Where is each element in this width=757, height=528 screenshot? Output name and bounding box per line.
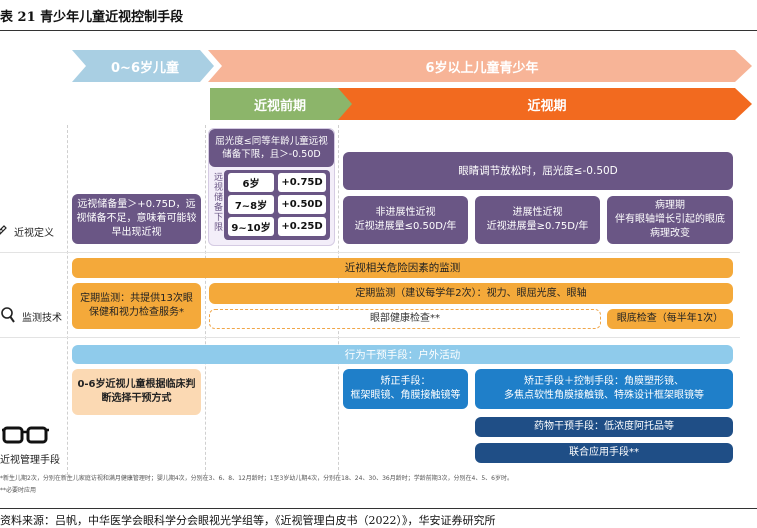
- myopia-definition: 眼睛调节放松时，屈光度≤-0.50D: [343, 152, 733, 190]
- column-separator: [67, 125, 68, 480]
- correction-control-measures: 矫正手段＋控制手段：角膜塑形镜、 多焦点软性角膜接触镜、特殊设计框架眼镜等: [475, 369, 733, 409]
- row-label-definition-text: 近视定义: [14, 228, 54, 239]
- top-rule: [0, 30, 757, 31]
- row-separator: [0, 337, 740, 338]
- row-separator: [0, 252, 740, 253]
- eye-health-check: 眼部健康检查**: [209, 309, 601, 329]
- child-eye-exams: 定期监测：共提供13次眼保健和视力检查服务*: [72, 283, 201, 329]
- pathological-myopia: 病理期 伴有眼轴增长引起的眼底病理改变: [607, 196, 733, 244]
- risk-factor-monitoring: 近视相关危险因素的监测: [72, 258, 733, 278]
- reserve-value-cell: +0.75D: [278, 173, 326, 192]
- row-label-intervention: 近视管理手段: [0, 455, 60, 466]
- stage-label-myopia: 近视期: [527, 98, 567, 114]
- reserve-definition-box: 远视储备量＞+0.75D，远视储备不足，意味着可能较早出现近视: [72, 194, 201, 244]
- reserve-age-cell: 9~10岁: [228, 217, 274, 236]
- footnote: **必要时应用: [0, 487, 37, 494]
- figure-caption: 表 21 青少年儿童近视控制手段: [0, 10, 184, 25]
- glasses-icon: [2, 424, 50, 450]
- reserve-value-cell: +0.25D: [278, 217, 326, 236]
- child-intervention: 0-6岁近视儿童根据临床判断选择干预方式: [72, 369, 201, 415]
- non-progressive-myopia: 非进展性近视 近视进展量≤0.50D/年: [343, 196, 468, 244]
- progressive-myopia: 进展性近视 近视进展量≥0.75D/年: [475, 196, 600, 244]
- reserve-age-cell: 6岁: [228, 173, 274, 192]
- reserve-value-cell: +0.50D: [278, 195, 326, 214]
- pre-myopia-definition: 屈光度≤同等年龄儿童远视储备下限，且＞-0.50D: [209, 129, 334, 167]
- reserve-age-cell: 7~8岁: [228, 195, 274, 214]
- drug-intervention: 药物干预手段：低浓度阿托品等: [475, 417, 733, 437]
- arrow-myopia: [338, 88, 752, 120]
- magnifier-icon: [0, 306, 16, 327]
- periodic-monitoring: 定期监测（建议每学年2次）：视力、眼屈光度、眼轴: [209, 283, 733, 304]
- arrow-above-6: [208, 50, 752, 82]
- source-note: 资料来源：吕帆，中华医学会眼科学分会眼视光学组等，《近视管理白皮书（2022）》…: [0, 514, 496, 527]
- stage-label-pre-myopia: 近视前期: [253, 98, 306, 114]
- column-separator: [205, 125, 206, 480]
- correction-measures: 矫正手段： 框架眼镜、角膜接触镜等: [343, 369, 468, 409]
- footnote: *新生儿期2次，分别在新生儿家庭访视和满月健康管理时；婴儿期4次，分别在3、6、…: [0, 475, 513, 482]
- stage-label-above-6: 6岁以上儿童青少年: [425, 60, 539, 76]
- reserve-table-label: 远视储备下限: [212, 172, 222, 232]
- row-label-definition: 近视定义: [0, 224, 54, 239]
- arrow-pre-myopia: [210, 88, 358, 120]
- ruler-icon: [0, 224, 8, 239]
- combined-measures: 联合应用手段**: [475, 443, 733, 463]
- row-label-monitoring: 监测技术: [0, 306, 62, 327]
- arrow-0-6: [72, 50, 214, 82]
- bottom-rule: [0, 508, 757, 509]
- fundus-exam: 眼底检查（每半年1次）: [607, 309, 733, 329]
- stage-label-0-6: 0~6岁儿童: [111, 60, 179, 76]
- row-label-monitoring-text: 监测技术: [22, 313, 62, 324]
- outdoor-activity: 行为干预手段：户外活动: [72, 345, 733, 364]
